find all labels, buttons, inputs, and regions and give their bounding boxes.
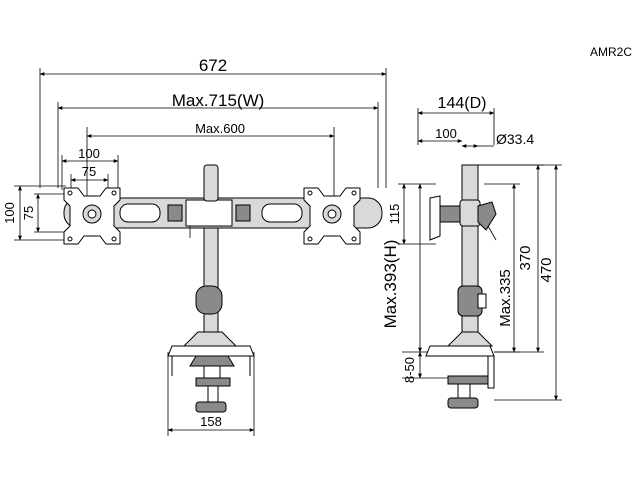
dim-vesa-outer: 100 [78, 146, 100, 161]
side-clamp [425, 345, 495, 409]
dim-pole-diameter: Ø33.4 [496, 131, 534, 147]
vesa-plate-left [63, 187, 121, 245]
dim-arm-drop: 115 [387, 204, 402, 225]
side-pole [446, 164, 494, 347]
model-label: AMR2C [590, 45, 632, 59]
dim-base-width: 158 [200, 414, 222, 429]
crossbar-arm [63, 197, 383, 238]
side-arm [429, 195, 497, 241]
dim-depth: 144(D) [438, 95, 487, 112]
dim-height-470: 470 [538, 257, 555, 282]
dim-height-370: 370 [517, 245, 534, 270]
dim-vesa-inner: 75 [82, 164, 96, 179]
side-view: 144(D) 100 Ø33.4 115 Max.393(H) 8-50 [381, 95, 562, 409]
dim-depth-inner: 100 [435, 126, 457, 141]
dim-vesa-height-inner: 75 [21, 206, 36, 220]
vesa-plate-right [303, 187, 361, 245]
dim-overall-width: 672 [199, 56, 227, 75]
dim-max-width: Max.715(W) [172, 91, 265, 110]
dim-max-height: Max.393(H) [381, 240, 400, 329]
pole [182, 164, 238, 347]
dim-vesa-span: Max.600 [195, 121, 245, 136]
dim-clamp-range: 8-50 [402, 357, 417, 383]
front-view: 672 Max.715(W) Max.600 100 75 100 75 [2, 56, 387, 436]
dim-max-pole: Max.335 [497, 269, 514, 327]
dim-vesa-height-outer: 100 [2, 202, 17, 224]
desk-clamp [167, 345, 255, 413]
